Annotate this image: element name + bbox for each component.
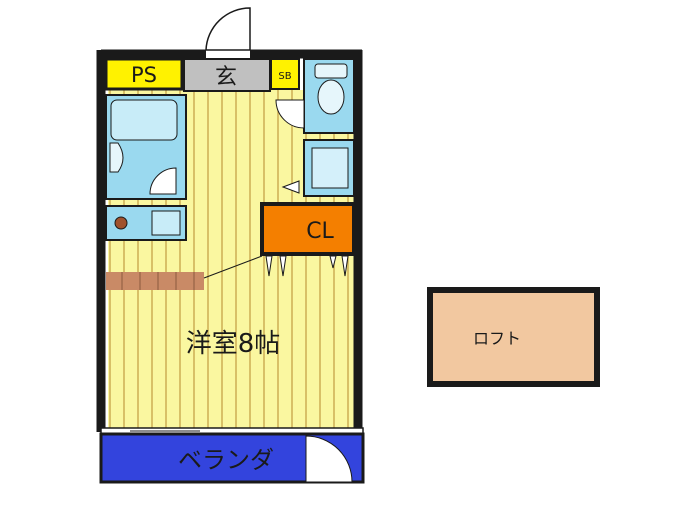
ps-room: PS xyxy=(104,57,184,91)
veranda: ベランダ xyxy=(99,432,365,484)
closet: CL xyxy=(260,202,356,277)
toilet-door xyxy=(275,99,305,129)
stove-icon xyxy=(114,216,128,230)
entrance-label: 玄 xyxy=(215,65,237,90)
outer-walls xyxy=(96,49,363,432)
washer-space xyxy=(281,139,355,197)
entrance-door xyxy=(205,7,251,51)
veranda-label: ベランダ xyxy=(178,446,274,474)
veranda-door xyxy=(305,435,353,483)
bathroom-door xyxy=(149,167,177,195)
loft: ロフト xyxy=(427,287,600,387)
shoe-box: SB xyxy=(270,58,300,90)
kitchen-floor xyxy=(106,255,263,290)
toilet-tank xyxy=(314,63,348,79)
closet-label: CL xyxy=(306,219,334,244)
kitchen-counter xyxy=(105,205,187,241)
wash-basin xyxy=(109,142,124,173)
bathtub xyxy=(110,99,178,141)
ps-label: PS xyxy=(131,63,157,87)
western-room-label: 洋室8帖 xyxy=(186,329,281,359)
toilet-room xyxy=(275,58,355,134)
toilet-bowl xyxy=(317,79,345,115)
bathroom xyxy=(105,94,187,200)
sink-icon xyxy=(151,210,181,236)
shoe-box-label: SB xyxy=(278,71,291,82)
entrance-room: 玄 xyxy=(183,58,271,92)
loft-label: ロフト xyxy=(473,329,521,348)
